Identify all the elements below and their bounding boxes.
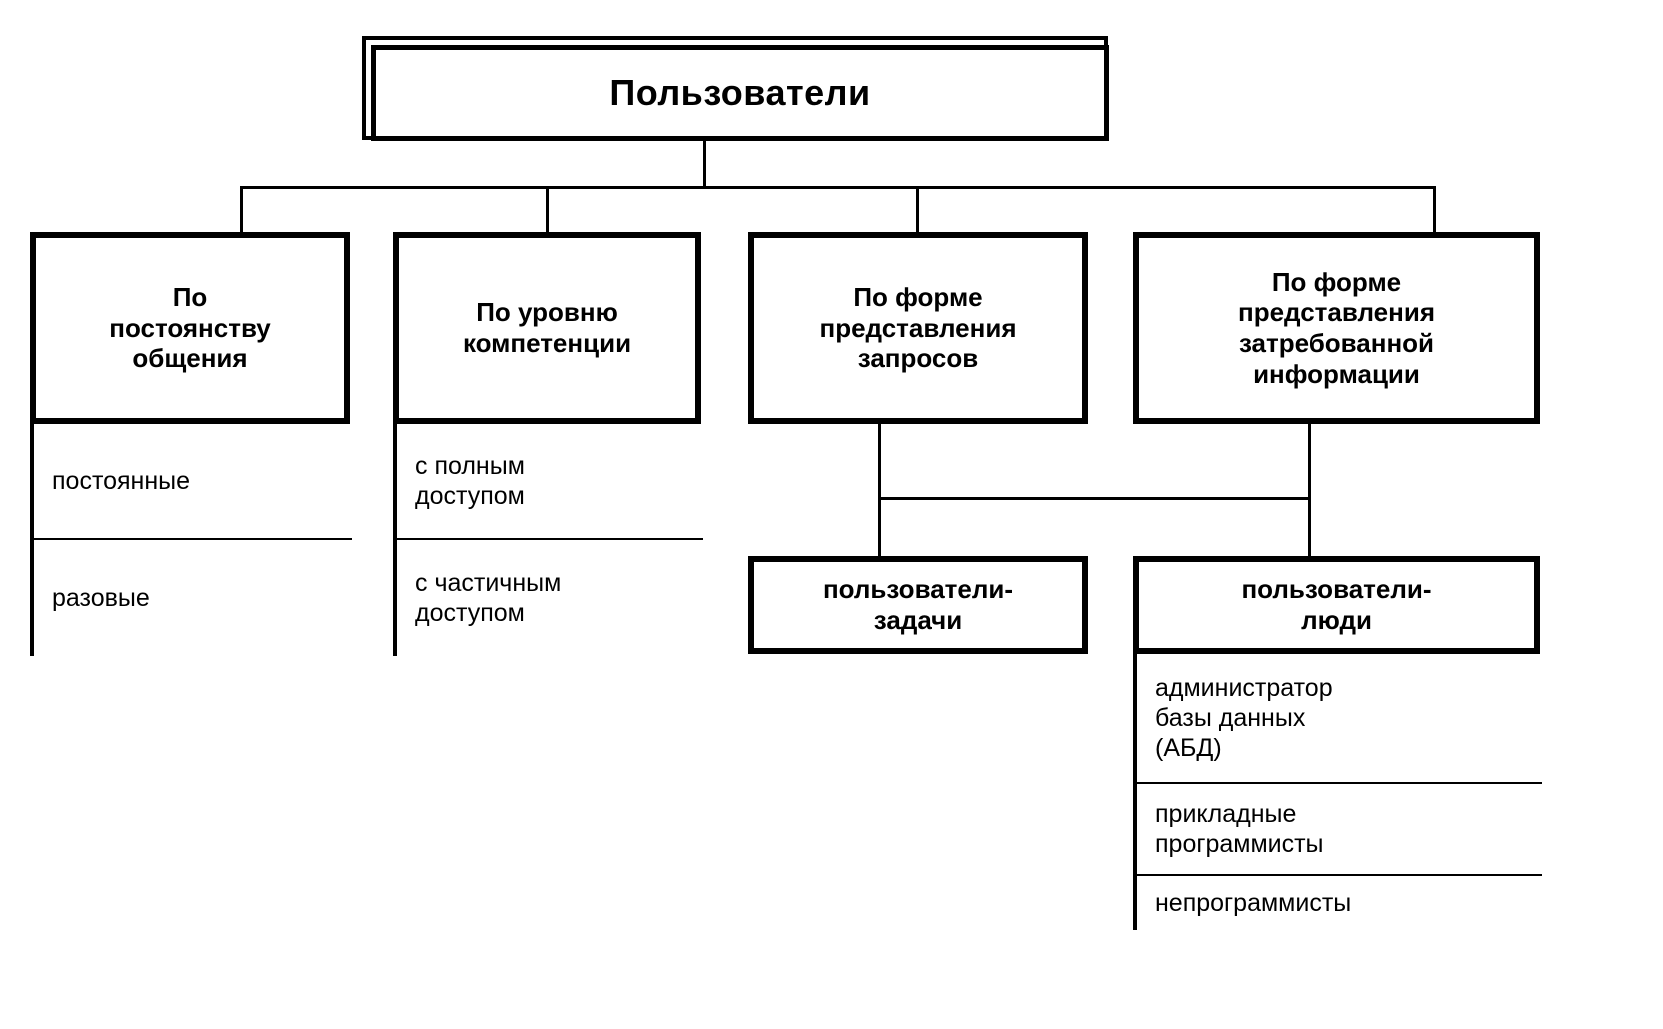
connector-level1-bus: [240, 186, 1436, 189]
leaf-node-user-tasks-label: пользователи-задачи: [822, 574, 1014, 635]
connector-drop-col2: [546, 186, 549, 234]
connector-drop-col1: [240, 186, 243, 234]
list-item[interactable]: разовые: [34, 540, 352, 656]
subitem-label: непрограммисты: [1155, 889, 1352, 917]
root-node-label: Пользователи: [609, 72, 871, 114]
list-item[interactable]: постоянные: [34, 424, 352, 540]
subitem-label: разовые: [52, 584, 150, 612]
connector-col3-drop: [878, 424, 881, 556]
connector-root-drop: [703, 140, 706, 186]
connector-drop-col4: [1433, 186, 1436, 234]
leaf-node-user-people[interactable]: пользователи-люди: [1133, 556, 1540, 654]
connector-level2-bus: [878, 497, 1311, 500]
root-node-inner-frame: Пользователи: [371, 45, 1109, 141]
subitem-label: постоянные: [52, 467, 191, 495]
connector-drop-col3: [916, 186, 919, 234]
root-node-users: Пользователи: [362, 36, 1109, 141]
connector-col4-drop: [1308, 424, 1311, 556]
subitem-stack-permanence: постоянные разовые: [30, 424, 352, 656]
leaf-node-user-tasks[interactable]: пользователи-задачи: [748, 556, 1088, 654]
list-item[interactable]: непрограммисты: [1137, 876, 1542, 930]
leaf-node-user-people-label: пользователи-люди: [1241, 574, 1432, 635]
